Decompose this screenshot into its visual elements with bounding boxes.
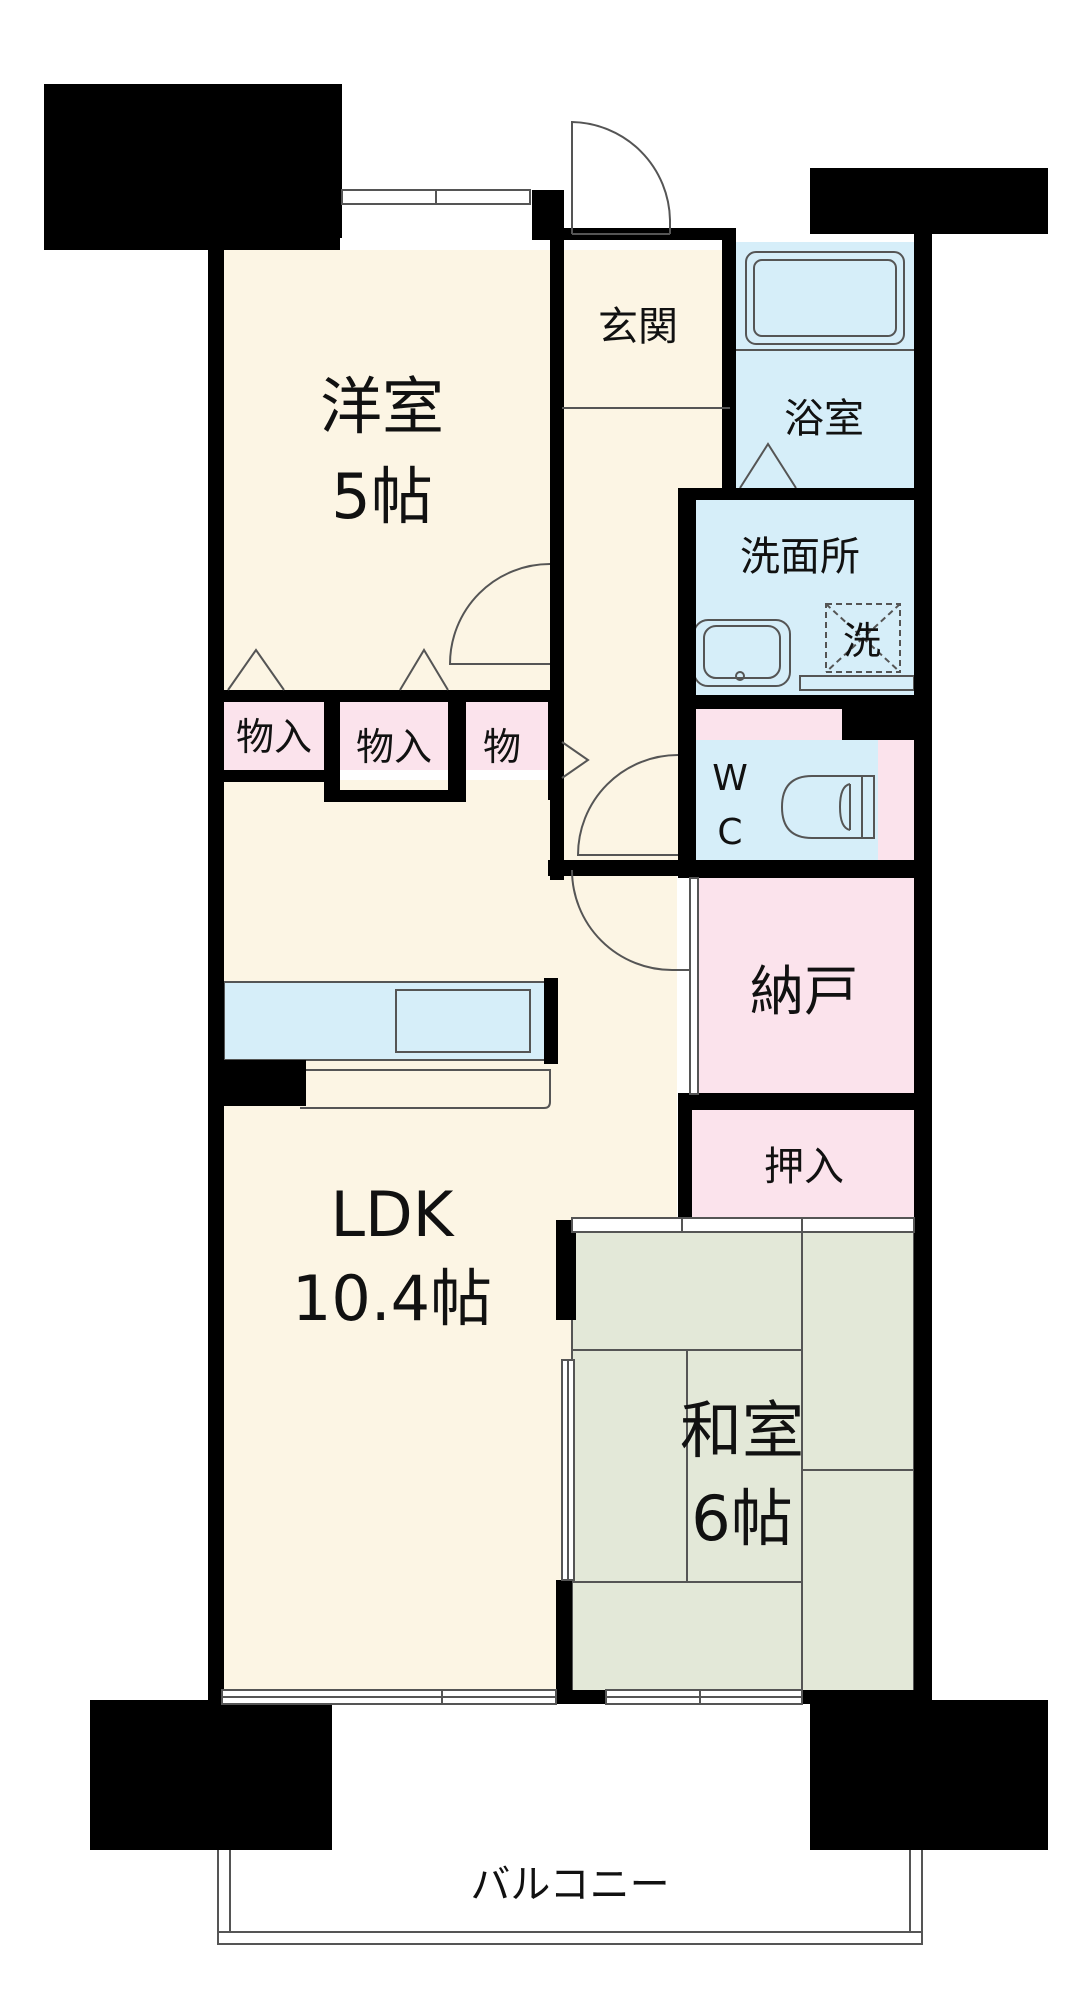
ldk-size: 10.4帖 — [292, 1262, 492, 1335]
storage-doors-2 — [399, 648, 449, 691]
doors — [227, 120, 730, 971]
toilet-bowl — [780, 775, 862, 839]
closet-label: 納戸 — [750, 960, 858, 1023]
windows — [221, 189, 915, 1705]
western-room-floor — [222, 250, 552, 695]
corner-block-sw — [90, 1700, 332, 1850]
storage-wall-top — [222, 690, 558, 702]
ldk-door — [571, 869, 673, 971]
tatami-floor — [572, 1232, 914, 1702]
washroom-floor — [692, 500, 914, 695]
storage2-floor — [340, 702, 448, 770]
western-room-door — [448, 563, 551, 665]
toilet-tank — [861, 775, 875, 839]
entrance-door — [571, 120, 671, 234]
western-room-size: 5帖 — [331, 460, 432, 533]
west-wall — [208, 240, 224, 1702]
storage3-floor — [466, 702, 548, 770]
japanese-room-size: 6帖 — [691, 1482, 792, 1555]
walls — [44, 84, 1048, 1850]
bath-floor — [732, 242, 914, 490]
entrance-label: 玄関 — [598, 304, 678, 350]
western-room-name: 洋室 — [320, 370, 444, 443]
corner-block-ne — [810, 168, 1048, 234]
storage-doors-1 — [227, 648, 285, 691]
oshiire-label: 押入 — [764, 1144, 844, 1190]
room-fills — [222, 242, 914, 1702]
washer-space — [825, 603, 901, 673]
washer-label: 洗 — [843, 619, 881, 663]
bath-label: 浴室 — [784, 396, 864, 442]
japanese-room-name: 和室 — [680, 1394, 804, 1467]
storage2-label: 物入 — [356, 725, 432, 769]
wc-door — [576, 754, 679, 856]
balcony-label: バルコニー — [470, 1862, 669, 1908]
closet-floor — [692, 878, 914, 1093]
oshiire-floor — [692, 1110, 914, 1220]
kitchen-counter — [223, 978, 558, 1109]
corner-block-se — [810, 1700, 1048, 1850]
north-wall-western — [340, 238, 558, 250]
bath-door-marker — [739, 442, 797, 489]
east-wall — [914, 230, 932, 1702]
storage1-label: 物入 — [236, 715, 312, 759]
storage1-floor — [222, 702, 324, 770]
ldk-name: LDK — [331, 1178, 455, 1251]
wc-storage-side — [878, 740, 914, 860]
balcony — [217, 1850, 923, 1945]
wc-label-c: C — [717, 812, 742, 853]
bathtub — [745, 251, 905, 345]
wc-label-w: W — [712, 758, 748, 799]
washroom-label: 洗面所 — [740, 534, 860, 580]
corner-block-nw — [44, 84, 342, 250]
room-labels: 洋室 5帖 玄関 浴室 洗面所 洗 物入 物入 物 W C 納戸 押入 LDK … — [236, 304, 881, 1908]
storage3-label: 物 — [483, 725, 521, 769]
wc-storage-strip — [692, 708, 842, 740]
storage3-door — [561, 741, 590, 779]
